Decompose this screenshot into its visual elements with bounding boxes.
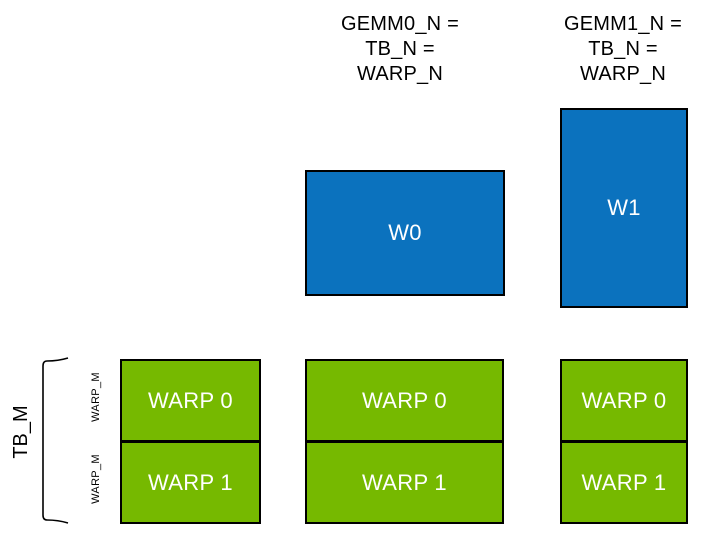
tb-m-bracket xyxy=(42,357,69,524)
threadblock-warp0-tile: WARP 0 xyxy=(120,359,261,442)
gemm1-n-header-line1: GEMM1_N = xyxy=(564,13,682,35)
gemm1-n-header: GEMM1_N = TB_N = WARP_N xyxy=(523,12,720,87)
warp-m-label-row1: WARP_M xyxy=(90,454,102,504)
w1-accumulator-box: W1 xyxy=(560,108,688,308)
gemm1-warp0-tile: WARP 0 xyxy=(560,359,688,442)
tb-m-axis-label: TB_M xyxy=(10,405,32,459)
gemm1-n-header-line2: TB_N = xyxy=(588,38,658,60)
gemm0-n-header-line1: GEMM0_N = xyxy=(341,13,459,35)
w0-accumulator-box: W0 xyxy=(305,170,505,296)
gemm0-warp1-tile: WARP 1 xyxy=(305,441,504,524)
gemm1-warp-column: WARP 0 WARP 1 xyxy=(560,359,688,524)
threadblock-warp-column: WARP 0 WARP 1 xyxy=(120,359,261,524)
warp-m-label-row0: WARP_M xyxy=(90,372,102,422)
gemm0-n-header-line3: WARP_N xyxy=(356,63,444,85)
gemm0-n-header-line2: TB_N = xyxy=(365,38,435,60)
gemm0-n-header: GEMM0_N = TB_N = WARP_N xyxy=(300,12,500,87)
gemm1-n-header-line3: WARP_N xyxy=(579,63,667,85)
threadblock-warp1-tile: WARP 1 xyxy=(120,441,261,524)
gemm0-warp-column: WARP 0 WARP 1 xyxy=(305,359,504,524)
gemm1-warp1-tile: WARP 1 xyxy=(560,441,688,524)
gemm0-warp0-tile: WARP 0 xyxy=(305,359,504,442)
